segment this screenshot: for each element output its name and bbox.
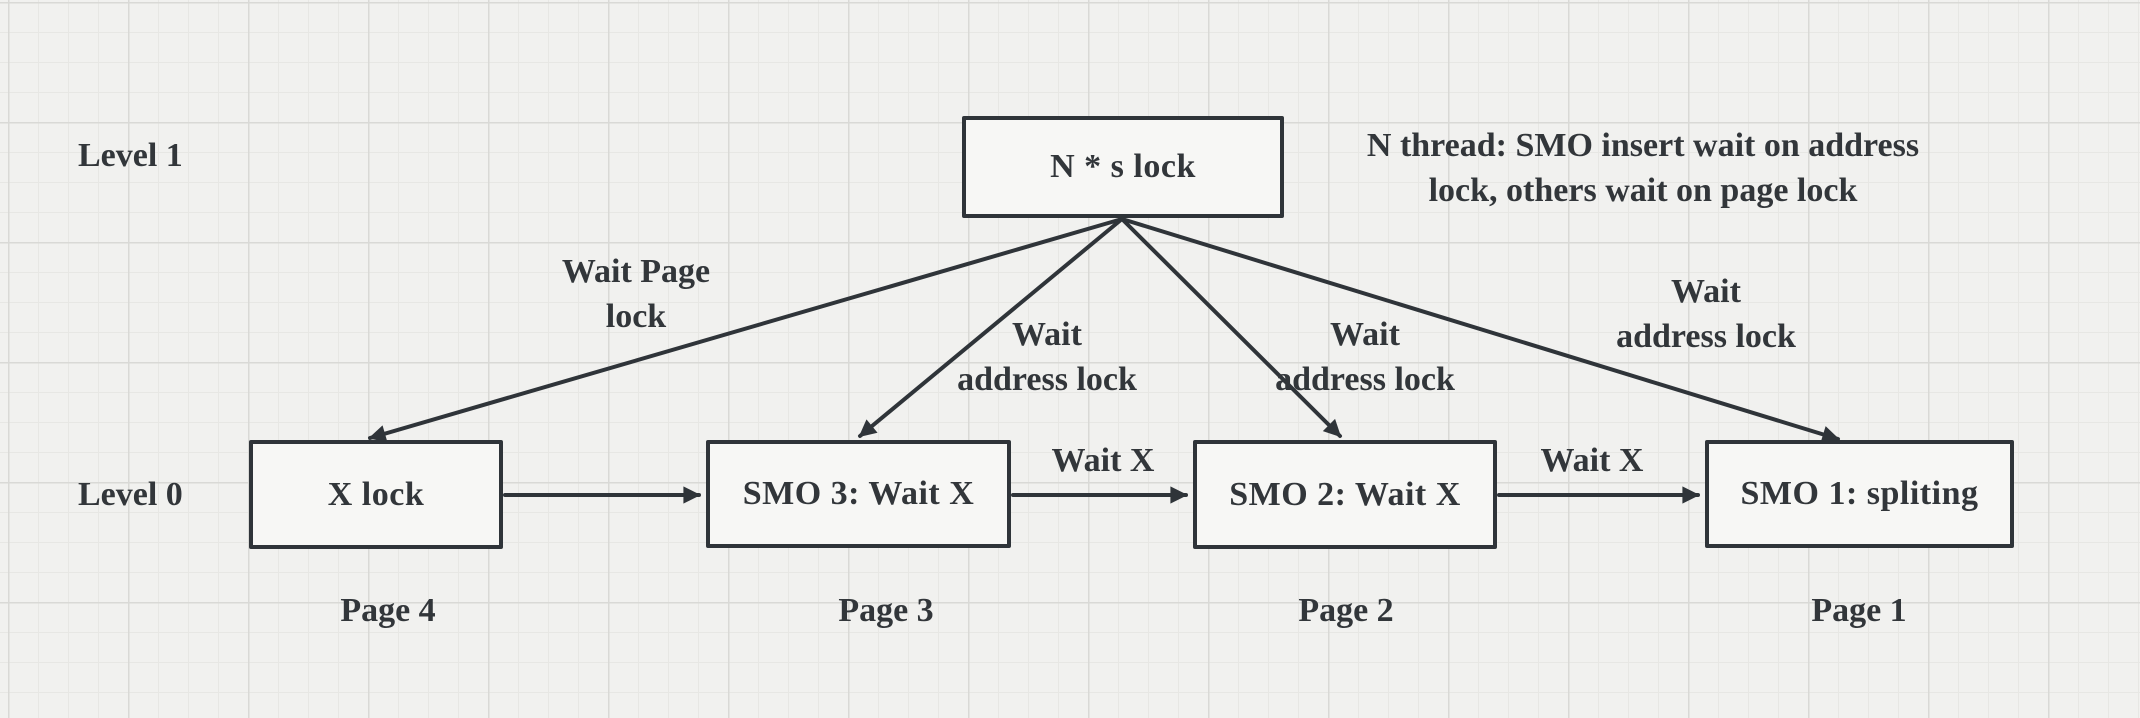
level-1-label: Level 1: [78, 137, 183, 174]
page-3-label: Page 3: [838, 592, 934, 629]
edge-label-wait-address-lock-smo2: Wait address lock: [1275, 312, 1455, 402]
edge-label-wait-address-lock-smo3: Wait address lock: [957, 312, 1137, 402]
edge-label-line: lock: [605, 298, 667, 335]
annotation-line-2: lock, others wait on page lock: [1428, 172, 1858, 209]
node-smo1-spliting: SMO 1: spliting: [1705, 440, 2014, 548]
edge-label-line: address lock: [1616, 318, 1796, 355]
node-smo2-wait-x: SMO 2: Wait X: [1193, 440, 1497, 549]
page-4-label: Page 4: [340, 592, 436, 629]
edge-label-line: Wait: [1012, 316, 1082, 353]
node-n-s-lock: N * s lock: [962, 116, 1284, 218]
edge-label-wait-address-lock-smo1: Wait address lock: [1616, 269, 1796, 359]
annotation-line-1: N thread: SMO insert wait on address: [1366, 127, 1920, 164]
edge-label-wait-x-smo3-smo2: Wait X: [1051, 442, 1155, 479]
edge-label-wait-x-smo2-smo1: Wait X: [1540, 442, 1644, 479]
edge-label-line: Wait Page: [561, 253, 711, 290]
page-1-label: Page 1: [1811, 592, 1907, 629]
edge-label-wait-page-lock: Wait Page lock: [562, 249, 710, 339]
node-smo3-label: SMO 3: Wait X: [742, 475, 975, 512]
node-n-s-lock-label: N * s lock: [1050, 148, 1196, 185]
edge-label-line: Wait: [1330, 316, 1400, 353]
page-2-label: Page 2: [1298, 592, 1394, 629]
node-smo2-label: SMO 2: Wait X: [1229, 475, 1461, 513]
edge-label-line: Wait: [1671, 273, 1741, 310]
annotation-text: N thread: SMO insert wait on address loc…: [1338, 123, 1948, 213]
node-smo1-label: SMO 1: spliting: [1740, 475, 1979, 512]
level-0-label: Level 0: [78, 476, 183, 513]
edge-label-line: address lock: [1275, 361, 1455, 398]
node-x-lock: X lock: [249, 440, 503, 549]
node-smo3-wait-x: SMO 3: Wait X: [706, 440, 1011, 548]
edge-label-line: address lock: [957, 361, 1137, 398]
node-x-lock-label: X lock: [327, 475, 425, 513]
